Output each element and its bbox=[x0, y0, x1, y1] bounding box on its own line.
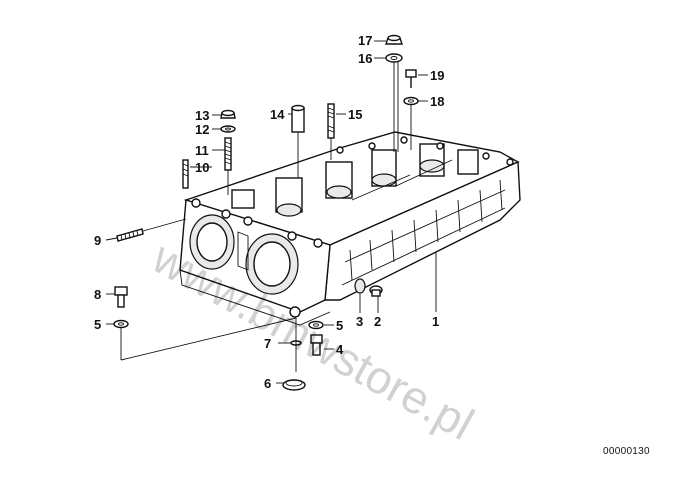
part-9-stud[interactable] bbox=[116, 228, 144, 242]
callout-19: 19 bbox=[430, 68, 444, 83]
cylinder-head[interactable] bbox=[179, 131, 521, 326]
callout-9: 9 bbox=[94, 233, 101, 248]
part-12-washer[interactable] bbox=[220, 125, 236, 133]
part-5-washer-right[interactable] bbox=[308, 320, 324, 330]
part-15-stud[interactable] bbox=[327, 103, 335, 139]
callout-18: 18 bbox=[430, 94, 444, 109]
leader-lines bbox=[105, 40, 437, 384]
callout-5-right: 5 bbox=[336, 318, 343, 333]
part-5-washer-left[interactable] bbox=[113, 319, 129, 329]
document-id: 00000130 bbox=[603, 446, 650, 457]
callout-7: 7 bbox=[264, 336, 271, 351]
callout-10: 10 bbox=[195, 160, 209, 175]
part-4-bolt[interactable] bbox=[310, 334, 323, 356]
part-19-screw[interactable] bbox=[405, 69, 417, 88]
callout-4: 4 bbox=[336, 342, 344, 357]
callout-labels: 17 16 19 18 13 12 11 10 14 15 9 8 5 5 3 … bbox=[94, 33, 444, 391]
callout-13: 13 bbox=[195, 108, 209, 123]
part-2-screw[interactable] bbox=[369, 285, 383, 297]
callout-17: 17 bbox=[358, 33, 372, 48]
callout-6: 6 bbox=[264, 376, 271, 391]
callout-8: 8 bbox=[94, 287, 101, 302]
part-8-bolt[interactable] bbox=[114, 286, 128, 308]
part-16-washer[interactable] bbox=[385, 53, 403, 63]
callout-3: 3 bbox=[356, 314, 363, 329]
callout-12: 12 bbox=[195, 122, 209, 137]
callout-1: 1 bbox=[432, 314, 439, 329]
part-10-stud[interactable] bbox=[182, 159, 189, 189]
callout-5-left: 5 bbox=[94, 317, 101, 332]
callout-14: 14 bbox=[270, 107, 285, 122]
part-11-stud[interactable] bbox=[224, 137, 232, 171]
callout-15: 15 bbox=[348, 107, 362, 122]
callout-2: 2 bbox=[374, 314, 381, 329]
part-6-seal-ring[interactable] bbox=[282, 379, 306, 391]
callout-16: 16 bbox=[358, 51, 372, 66]
callout-11: 11 bbox=[195, 143, 209, 158]
part-13-nut[interactable] bbox=[220, 109, 236, 119]
part-3-plug[interactable] bbox=[354, 278, 366, 294]
part-14-sleeve[interactable] bbox=[291, 104, 305, 133]
part-18-washer[interactable] bbox=[403, 96, 419, 106]
part-17-nut[interactable] bbox=[385, 34, 403, 45]
